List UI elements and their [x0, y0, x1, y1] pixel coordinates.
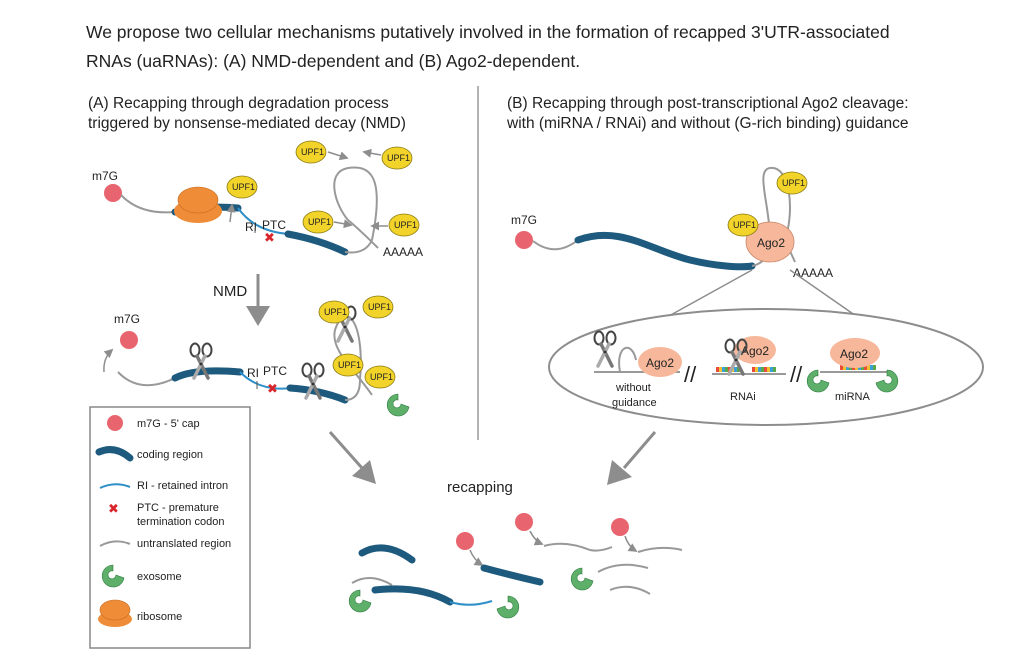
ago2-complex: [638, 347, 682, 377]
polya-label: AAAAA: [793, 266, 833, 280]
upf1-label: UPF1: [368, 302, 391, 312]
m7g-label: m7G: [511, 213, 537, 227]
upf1-label: UPF1: [308, 217, 331, 227]
ptc-mark: ✖: [264, 230, 275, 245]
mode-without-guidance: Ago2 without guidance: [592, 329, 682, 409]
legend-item-exosome: exosome: [137, 571, 182, 583]
upf1-label: UPF1: [387, 153, 410, 163]
upf1-mid: UPF1: [302, 210, 353, 234]
utr-5prime: [117, 371, 176, 387]
panel-b-title-1: (B) Recapping through post-transcription…: [507, 95, 909, 112]
m7g-cap: [104, 184, 122, 202]
m7g-cap: [611, 518, 629, 536]
upf1-label: UPF1: [301, 147, 324, 157]
legend-ribosome-swatch-top: [99, 599, 131, 621]
separator-1: //: [684, 362, 697, 387]
legend-item-cap: m7G - 5' cap: [137, 418, 200, 430]
legend-cap-swatch: [107, 415, 123, 431]
upf1-label: UPF1: [338, 360, 361, 370]
legend: m7G - 5' cap coding region RI - retained…: [89, 406, 251, 649]
m7g-cap: [515, 513, 533, 531]
ptc-label: PTC: [262, 218, 286, 232]
arrow-a-to-recapping: [328, 431, 364, 469]
upf1-cluster: UPF1 UPF1 UPF1 UPF1: [318, 295, 396, 389]
mirna-label: miRNA: [835, 391, 870, 403]
upf1-label: UPF1: [232, 182, 255, 192]
nmd-mrna-bottom: m7G RI PTC ✖ UPF1 UPF1 UPF1: [103, 295, 410, 417]
exosome-icon: [348, 589, 372, 613]
exosome-icon: [386, 393, 410, 417]
m7g-cap: [120, 331, 138, 349]
upf1-top-left: UPF1: [295, 140, 349, 164]
utr-5prime: [532, 239, 579, 251]
m7g-label: m7G: [114, 312, 140, 326]
legend-item-utr: untranslated region: [137, 538, 231, 550]
legend-item-intron: RI - retained intron: [137, 480, 228, 492]
ago2-label: Ago2: [646, 356, 674, 370]
ago2-label: Ago2: [840, 347, 868, 361]
exosome-icon: [570, 567, 594, 591]
arrowhead-b: [607, 460, 632, 485]
intro-line-2: RNAs (uaRNAs): (A) NMD-dependent and (B)…: [86, 51, 580, 71]
m7g-cap: [515, 231, 533, 249]
panel-a-title-2: triggered by nonsense-mediated decay (NM…: [88, 115, 406, 132]
exosome-icon: [496, 595, 520, 619]
legend-item-ptc: PTC - premature: [137, 502, 219, 514]
without-label-2: guidance: [612, 397, 657, 409]
legend-item-coding: coding region: [137, 449, 203, 461]
ptc-label: PTC: [263, 364, 287, 378]
panel-a: (A) Recapping through degradation proces…: [88, 95, 423, 484]
m7g-cap: [456, 532, 474, 550]
ago2-label: Ago2: [757, 236, 785, 250]
coding-region: [574, 231, 756, 271]
legend-ptc-swatch: ✖: [108, 501, 119, 516]
upf1-label: UPF1: [324, 307, 347, 317]
nmd-arrowhead: [246, 306, 270, 326]
coding-region-2: [284, 230, 349, 256]
ribosome-top: [177, 186, 219, 214]
upf1-label: UPF1: [733, 220, 756, 230]
upf1-top-right: UPF1: [362, 146, 413, 170]
legend-utr-swatch: [99, 540, 131, 547]
legend-item-ribosome: ribosome: [137, 611, 182, 623]
legend-coding-swatch: [95, 446, 134, 462]
upf1-label: UPF1: [370, 372, 393, 382]
ri-label: RI: [245, 220, 257, 234]
nmd-label: NMD: [213, 283, 247, 300]
upf1-label: UPF1: [782, 178, 805, 188]
rnai-label: RNAi: [730, 391, 756, 403]
panel-a-title-1: (A) Recapping through degradation proces…: [88, 95, 389, 112]
m7g-label: m7G: [92, 169, 118, 183]
utr-5prime: [120, 194, 176, 214]
polya-label: AAAAA: [383, 245, 423, 259]
coding-region-1: [171, 367, 244, 382]
legend-item-ptc-2: termination codon: [137, 516, 224, 528]
upf1-right: UPF1: [370, 213, 420, 237]
legend-intron-swatch: [99, 483, 131, 489]
mode-mirna: Ago2 miRNA: [806, 338, 899, 403]
recapping-products: recapping: [348, 479, 683, 619]
mode-rnai: Ago2 RNAi: [712, 336, 786, 403]
ago2-complex: [734, 336, 776, 364]
nmd-mrna-top: m7G RI PTC ✖ AAAAA UPF1 UPF1: [92, 140, 423, 259]
ri-label: RI: [247, 366, 259, 380]
arrow-b-to-recapping: [622, 431, 657, 469]
ptc-mark: ✖: [267, 381, 278, 396]
cap-release-arrow: [103, 348, 114, 373]
panel-b: (B) Recapping through post-transcription…: [506, 95, 984, 485]
ago2-complex: [745, 221, 795, 263]
arrowhead-a: [352, 460, 376, 484]
recapping-label: recapping: [447, 479, 513, 496]
panel-b-title-2: with (miRNA / RNAi) and without (G-rich …: [506, 115, 908, 132]
upf1-label: UPF1: [394, 220, 417, 230]
separator-2: //: [790, 362, 803, 387]
ago2-complex: [830, 338, 880, 368]
intro-line-1: We propose two cellular mechanisms putat…: [86, 22, 890, 42]
upf1-release: UPF1: [226, 175, 258, 223]
without-label-1: without: [615, 382, 651, 394]
ago2-label: Ago2: [741, 344, 769, 358]
retained-intron: [237, 207, 291, 235]
utr-3prime-loop: [333, 166, 379, 254]
